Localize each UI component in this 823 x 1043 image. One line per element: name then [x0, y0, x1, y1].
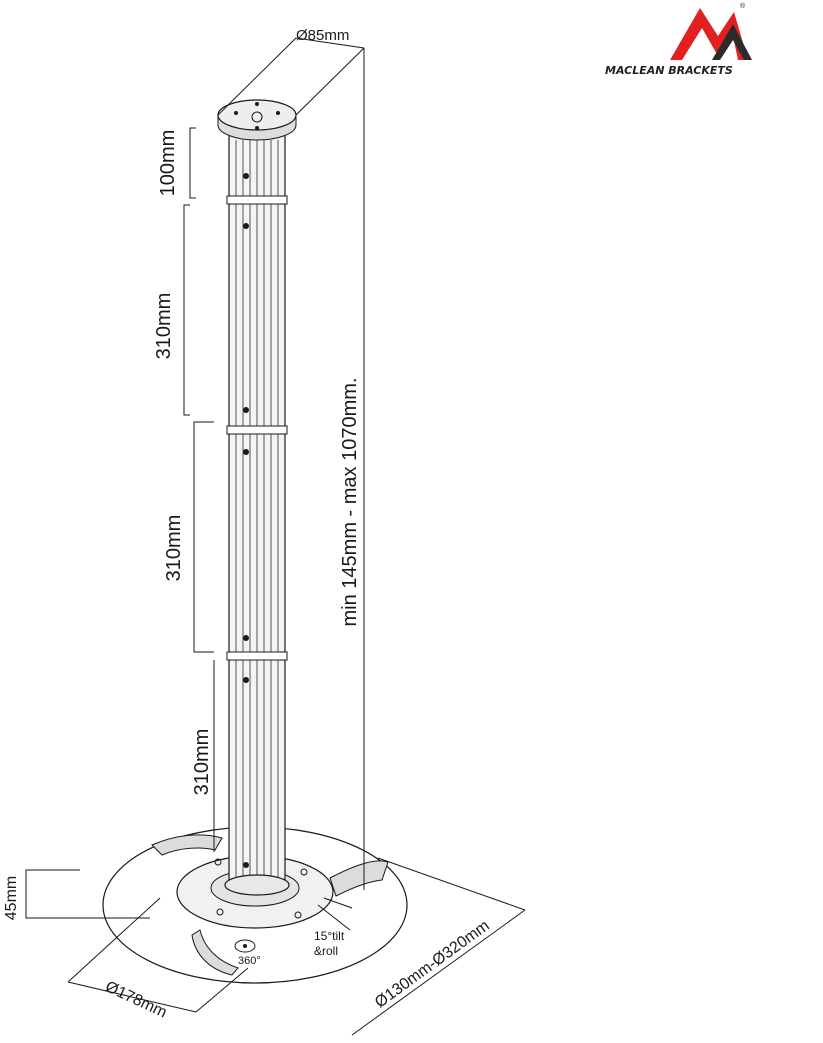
- brand-name: MACLEAN BRACKETS: [605, 64, 733, 77]
- pole: [224, 134, 290, 896]
- top-plate-diameter-label: Ø85mm: [296, 27, 349, 44]
- base-height-label: 45mm: [3, 876, 20, 920]
- total-range-label: min 145mm - max 1070mm.: [339, 378, 361, 627]
- roll-label: &roll: [314, 944, 338, 958]
- rotation-label: 360°: [238, 955, 261, 967]
- section-2-length-label: 310mm: [153, 293, 175, 360]
- section-3-length-label: 310mm: [163, 515, 185, 582]
- top-section-length-label: 100mm: [157, 130, 179, 197]
- dimension-lines: [25, 37, 526, 1036]
- inner-plate-diameter-label: Ø178mm: [102, 978, 169, 1021]
- registered-mark: ®: [740, 2, 746, 10]
- brand-logo: MACLEAN BRACKETS ®: [605, 2, 752, 77]
- tilt-label: 15°tilt: [314, 929, 345, 943]
- section-4-length-label: 310mm: [191, 729, 213, 796]
- top-plate: [217, 99, 297, 141]
